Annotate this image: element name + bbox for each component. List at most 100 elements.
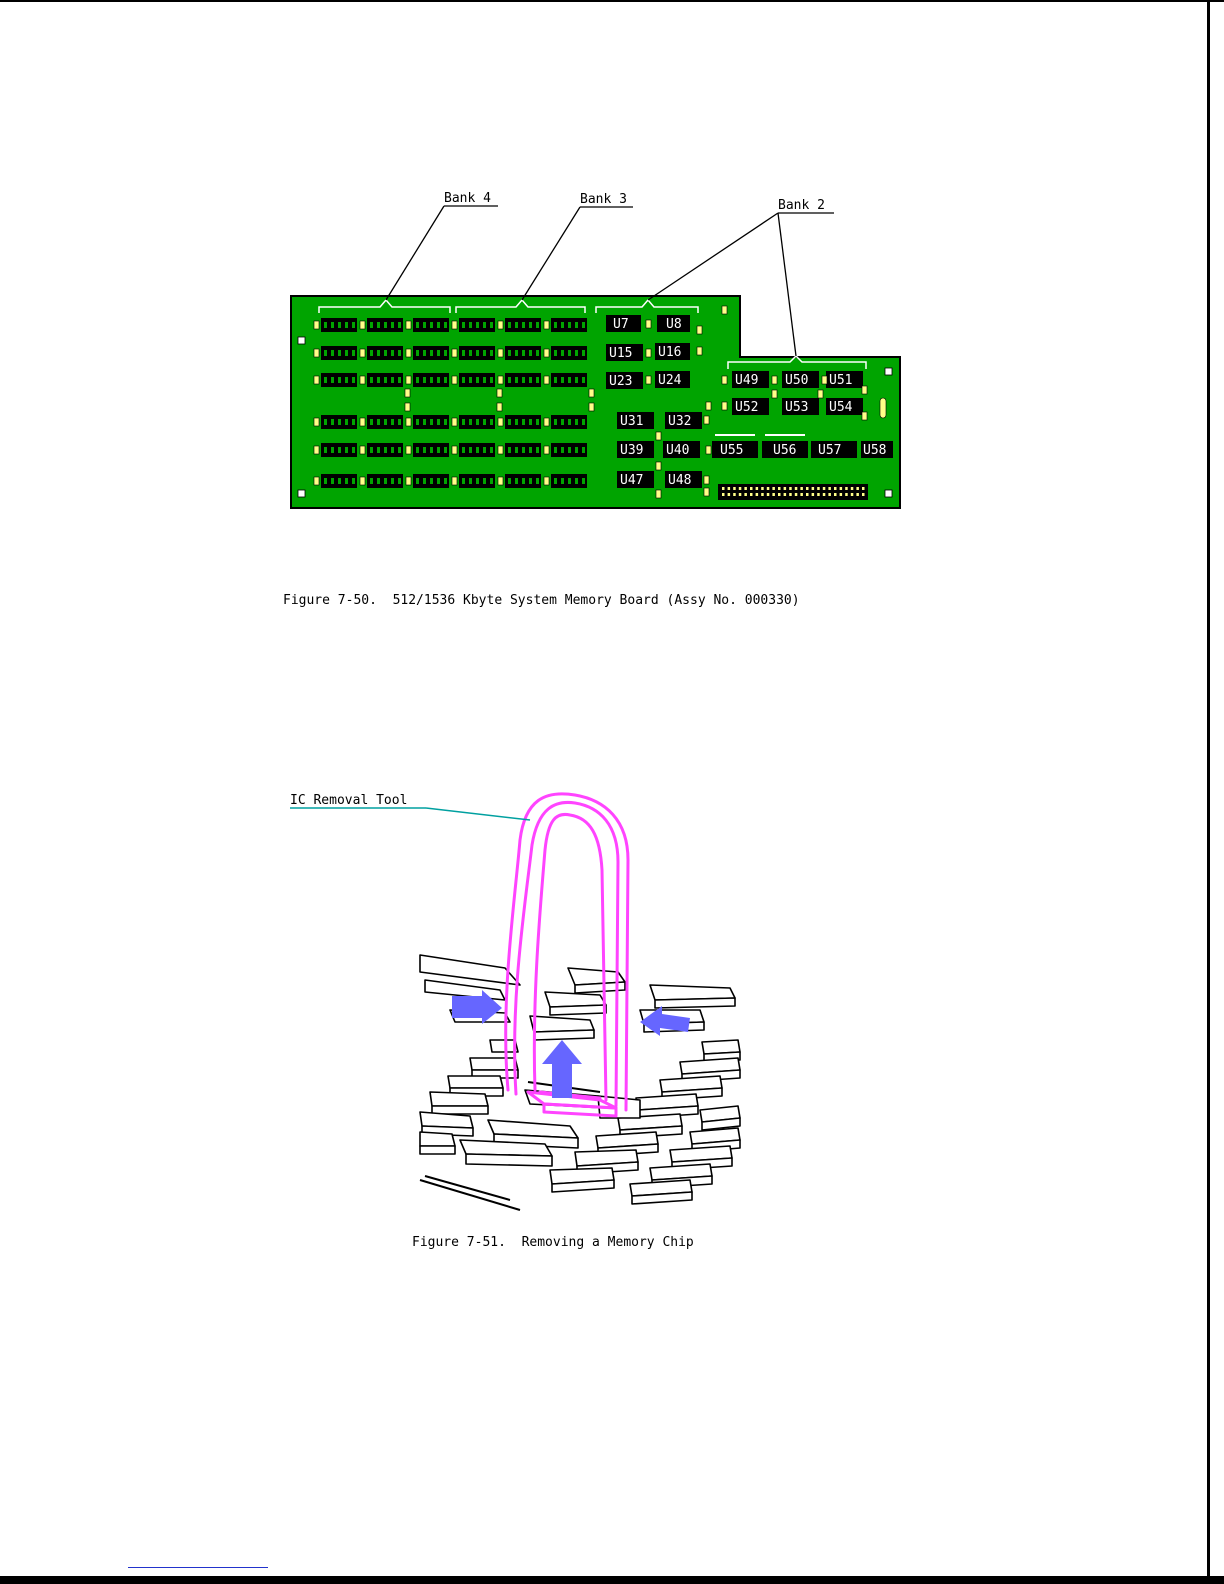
- connector-pin: [761, 493, 764, 496]
- chip-u39: U39: [617, 441, 654, 458]
- bank-2-label: Bank 2: [778, 198, 825, 213]
- connector-pin: [840, 493, 843, 496]
- chip-u23: U23: [606, 372, 643, 389]
- yellow-pad: [589, 389, 594, 397]
- yellow-pad: [497, 403, 502, 411]
- connector-pin: [862, 493, 865, 496]
- svg-text:U56: U56: [773, 443, 796, 458]
- chip-u7: U7: [606, 315, 641, 332]
- connector-pin: [800, 493, 803, 496]
- svg-text:U8: U8: [666, 317, 682, 332]
- connector-pin: [828, 487, 831, 490]
- figure-7-51-caption: Figure 7-51. Removing a Memory Chip: [412, 1235, 694, 1250]
- connector-pin: [744, 487, 747, 490]
- connector-pin: [806, 493, 809, 496]
- connector-pin: [806, 487, 809, 490]
- svg-text:U15: U15: [609, 346, 632, 361]
- connector-pin: [750, 493, 753, 496]
- svg-text:U53: U53: [785, 400, 808, 415]
- connector-pin: [772, 493, 775, 496]
- chip-u51: U51: [826, 371, 863, 388]
- connector-pin: [733, 487, 736, 490]
- svg-text:U58: U58: [863, 443, 886, 458]
- chip-u49: U49: [732, 371, 769, 388]
- connector-pin: [845, 487, 848, 490]
- chip-u8: U8: [657, 315, 690, 332]
- svg-text:U24: U24: [658, 373, 682, 388]
- svg-text:U32: U32: [668, 414, 691, 429]
- connector-pin: [750, 487, 753, 490]
- connector-pin: [828, 493, 831, 496]
- connector-pin: [789, 487, 792, 490]
- connector-pin: [812, 493, 815, 496]
- connector-pin: [851, 493, 854, 496]
- bank-4-label: Bank 4: [444, 191, 491, 206]
- yellow-pad: [405, 389, 410, 397]
- connector-pin: [795, 493, 798, 496]
- chip-removal-figure: IC Removal Tool: [290, 793, 740, 1210]
- chip-u40: U40: [663, 441, 700, 458]
- connector-pin: [722, 487, 725, 490]
- chip-u58: U58: [861, 441, 893, 458]
- chip-u15: U15: [606, 344, 643, 361]
- chip-u52: U52: [732, 398, 769, 415]
- connector-pin: [767, 487, 770, 490]
- connector-pin: [761, 487, 764, 490]
- chip-u16: U16: [655, 343, 690, 360]
- connector-pin: [756, 493, 759, 496]
- memory-board-figure: Bank 4 Bank 3 Bank 2 U7 U8 U15 U16 U23 U…: [291, 191, 900, 508]
- connector-pin: [784, 487, 787, 490]
- connector-pin: [789, 493, 792, 496]
- svg-text:U57: U57: [818, 443, 841, 458]
- ic-removal-tool-label: IC Removal Tool: [290, 793, 407, 808]
- connector-pin: [756, 487, 759, 490]
- connector-pin: [862, 487, 865, 490]
- svg-text:U55: U55: [720, 443, 743, 458]
- yellow-pad: [589, 403, 594, 411]
- svg-text:U40: U40: [666, 443, 689, 458]
- connector-pin: [817, 493, 820, 496]
- svg-text:U49: U49: [735, 373, 758, 388]
- chip-u24: U24: [655, 371, 690, 388]
- connector-pin: [856, 487, 859, 490]
- chip-u53: U53: [782, 398, 819, 415]
- chip-u31: U31: [617, 412, 654, 429]
- connector-pin: [722, 493, 725, 496]
- connector-pin: [834, 487, 837, 490]
- connector-pin: [733, 493, 736, 496]
- connector-pin: [834, 493, 837, 496]
- connector-pin: [840, 487, 843, 490]
- connector-pin: [817, 487, 820, 490]
- figure-7-50-caption: Figure 7-50. 512/1536 Kbyte System Memor…: [283, 593, 800, 608]
- connector-pin: [728, 493, 731, 496]
- chip-u54: U54: [826, 398, 863, 415]
- svg-text:U54: U54: [829, 400, 853, 415]
- connector-pin: [739, 487, 742, 490]
- svg-text:U23: U23: [609, 374, 632, 389]
- bank-3-label: Bank 3: [580, 192, 627, 207]
- svg-text:U39: U39: [620, 443, 643, 458]
- svg-text:U51: U51: [829, 373, 852, 388]
- yellow-pad: [405, 403, 410, 411]
- connector-pin: [772, 487, 775, 490]
- connector-pin: [812, 487, 815, 490]
- svg-text:U7: U7: [613, 317, 629, 332]
- connector-pin: [778, 493, 781, 496]
- connector-pin: [784, 493, 787, 496]
- svg-text:U52: U52: [735, 400, 758, 415]
- connector-pin: [851, 487, 854, 490]
- connector-pin: [845, 493, 848, 496]
- chip-u47: U47: [617, 471, 654, 488]
- yellow-pad: [497, 389, 502, 397]
- connector-pin: [823, 493, 826, 496]
- svg-text:U50: U50: [785, 373, 808, 388]
- connector-pin: [778, 487, 781, 490]
- connector-pin: [744, 493, 747, 496]
- chip-u50: U50: [782, 371, 819, 388]
- chip-u48: U48: [665, 471, 702, 488]
- chip-u32: U32: [665, 412, 702, 429]
- connector-pin: [739, 493, 742, 496]
- connector-pin: [823, 487, 826, 490]
- tool-leader-line: [426, 808, 530, 820]
